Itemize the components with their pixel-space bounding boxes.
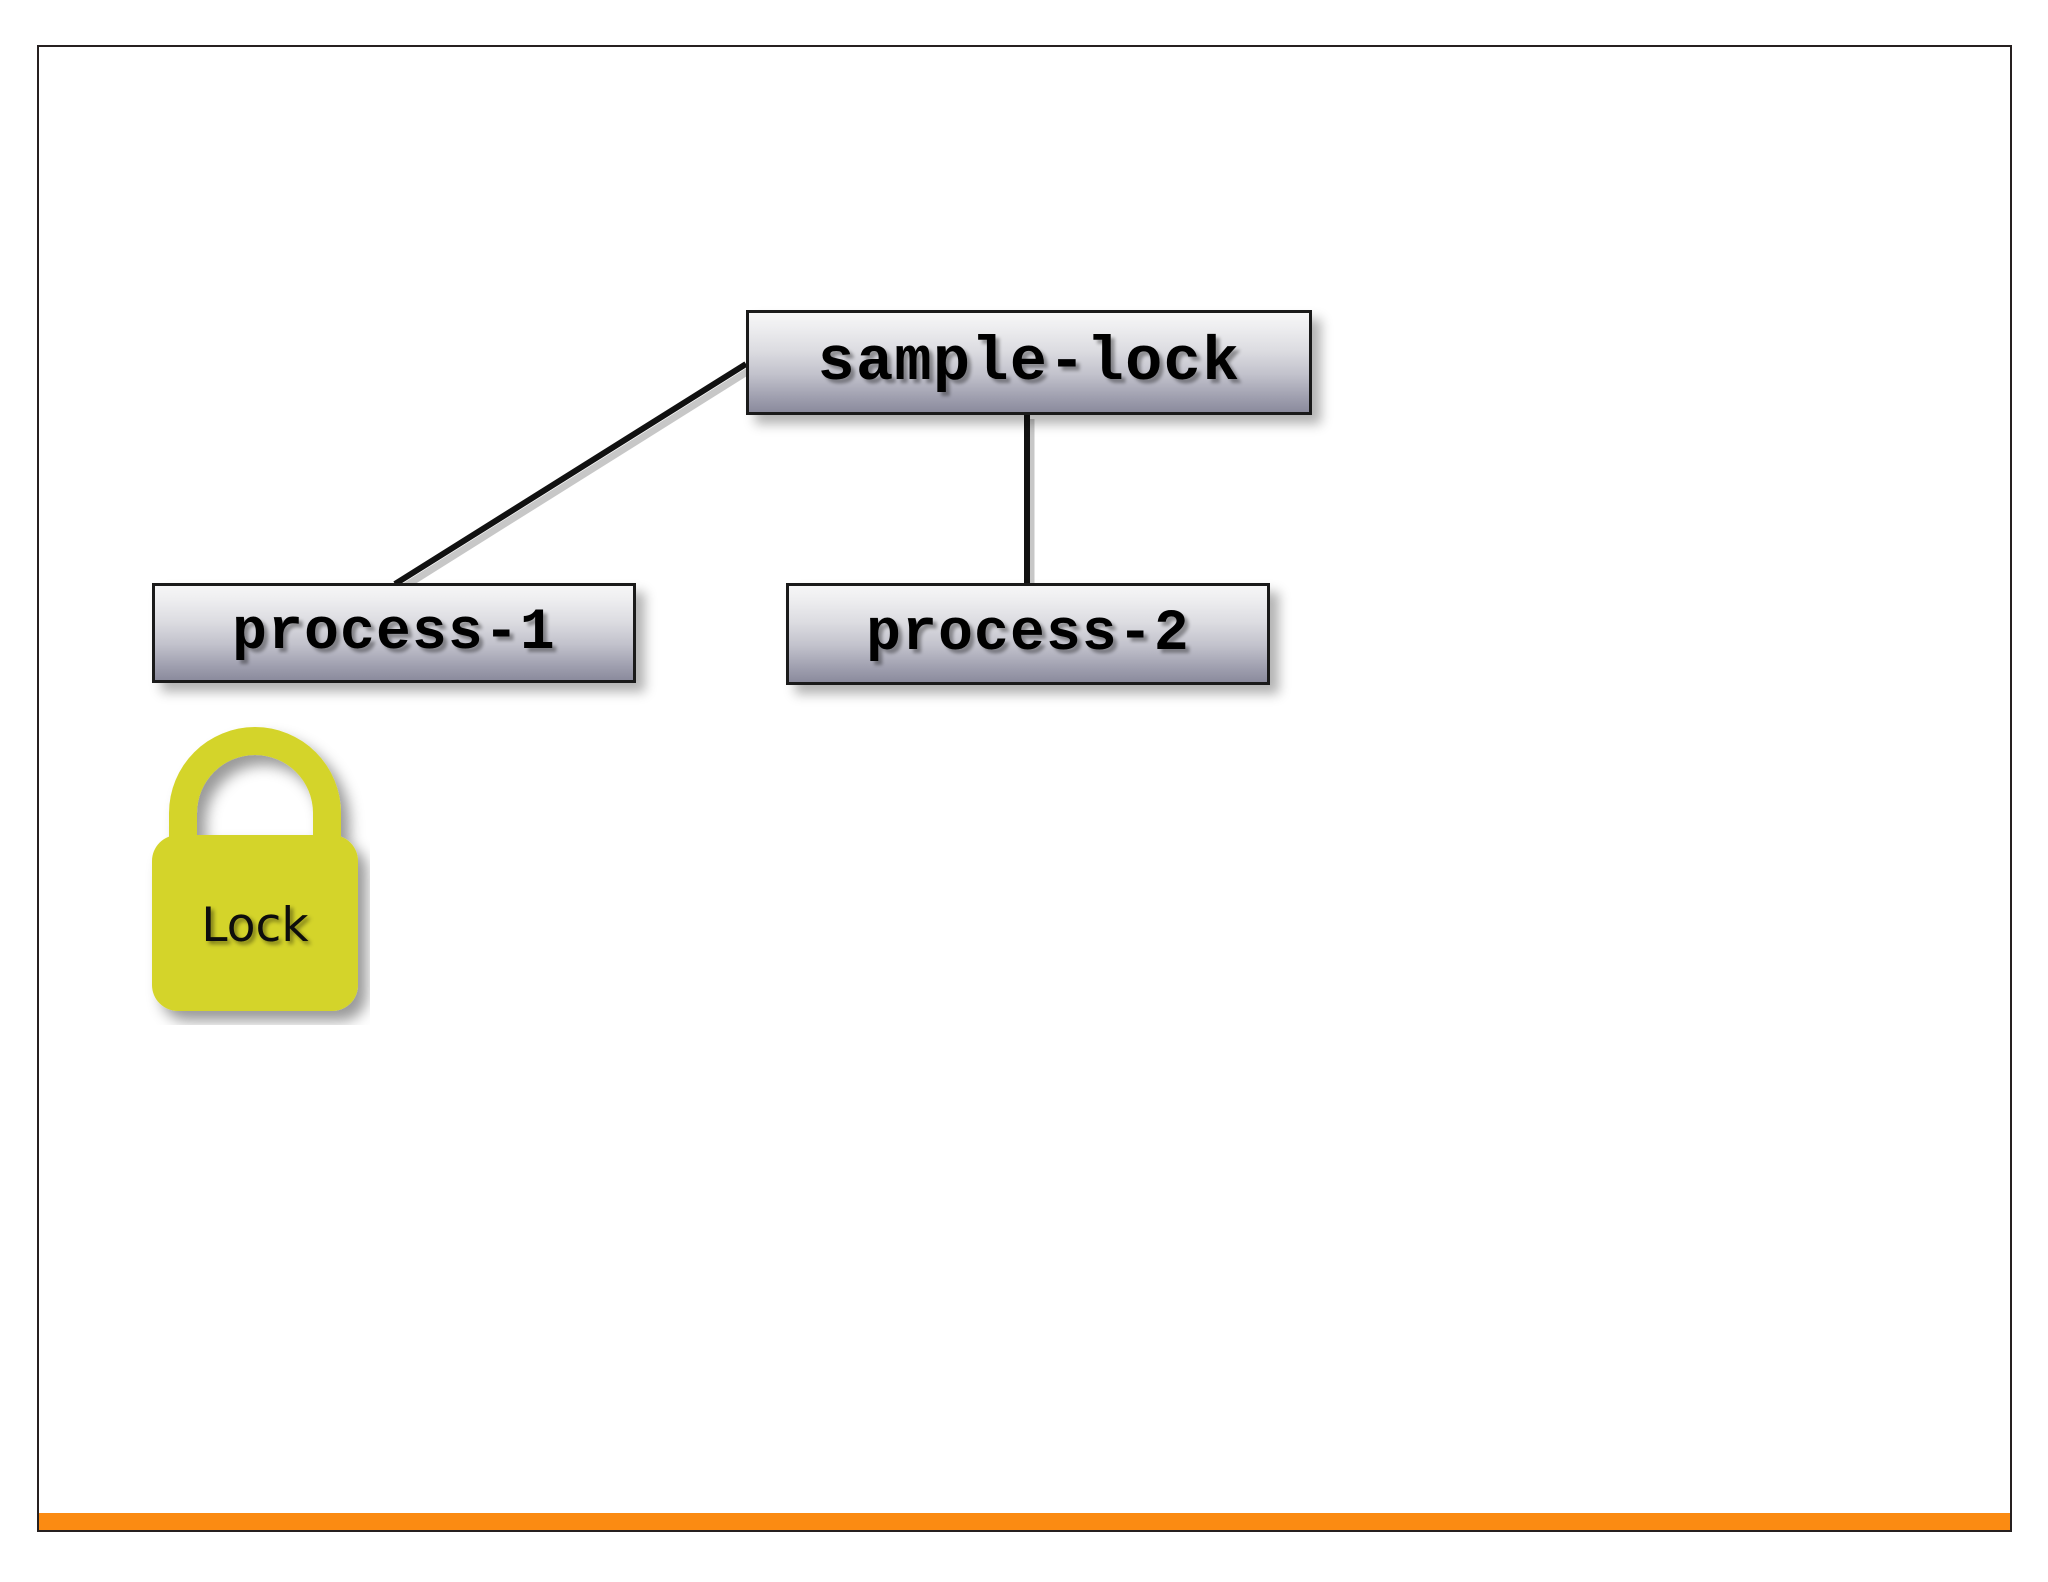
footer-accent-bar: [39, 1513, 2010, 1530]
padlock-shackle-icon: [169, 727, 341, 875]
node-sample-lock-label: sample-lock: [817, 327, 1241, 398]
node-process-1[interactable]: process-1: [152, 583, 636, 683]
padlock-label: Lock: [201, 898, 309, 953]
lock-icon: Lock: [140, 715, 370, 1025]
slide-frame: [37, 45, 2012, 1532]
node-process-2-label: process-2: [866, 601, 1190, 667]
node-process-2[interactable]: process-2: [786, 583, 1270, 685]
padlock-graphic: Lock: [152, 727, 358, 1011]
node-sample-lock[interactable]: sample-lock: [746, 310, 1312, 415]
padlock-body-icon: [152, 835, 358, 1011]
node-process-1-label: process-1: [232, 600, 556, 666]
